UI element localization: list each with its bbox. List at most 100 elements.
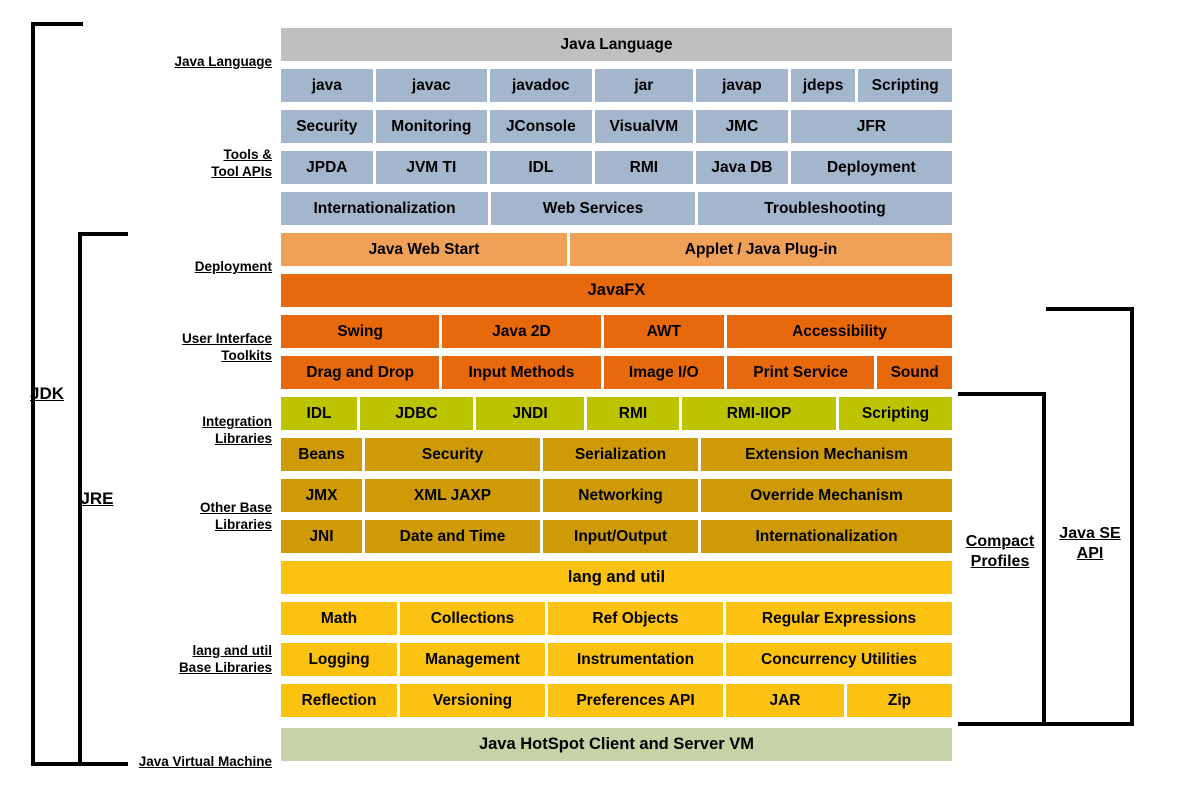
cell-lang-and-util[interactable]: lang and util xyxy=(281,561,952,594)
cell-preferences-api[interactable]: Preferences API xyxy=(548,684,723,717)
cell-jvm-ti[interactable]: JVM TI xyxy=(375,151,488,184)
row-label-java-language: Java Language xyxy=(118,36,272,70)
jdk-bracket-bottom xyxy=(31,762,83,766)
jdk-bracket-top xyxy=(31,22,83,26)
cell-java[interactable]: java xyxy=(281,69,373,102)
cell-jmc[interactable]: JMC xyxy=(696,110,788,143)
cell-xml-jaxp[interactable]: XML JAXP xyxy=(365,479,540,512)
cell-internationalization[interactable]: Internationalization xyxy=(701,520,952,553)
cell-jmx[interactable]: JMX xyxy=(281,479,362,512)
cell-image-i-o[interactable]: Image I/O xyxy=(603,356,725,389)
row-label-java-virtual-machine-text: Java Virtual Machine xyxy=(138,754,272,769)
cell-accessibility[interactable]: Accessibility xyxy=(727,315,952,348)
cell-scripting[interactable]: Scripting xyxy=(858,69,952,102)
cell-print-service[interactable]: Print Service xyxy=(727,356,875,389)
cell-monitoring[interactable]: Monitoring xyxy=(375,110,488,143)
cell-date-and-time[interactable]: Date and Time xyxy=(365,520,540,553)
row-label-integration-libraries-text: Integration Libraries xyxy=(202,414,272,446)
cell-sound[interactable]: Sound xyxy=(877,356,952,389)
cell-jpda[interactable]: JPDA xyxy=(281,151,373,184)
cell-javap[interactable]: javap xyxy=(696,69,788,102)
cell-management[interactable]: Management xyxy=(400,643,545,676)
cell-security[interactable]: Security xyxy=(365,438,540,471)
java-language-row: Java Language xyxy=(281,28,952,61)
cell-math[interactable]: Math xyxy=(281,602,397,635)
jdk-label: JDK xyxy=(29,384,64,403)
cell-java-2d[interactable]: Java 2D xyxy=(442,315,601,348)
row-label-other-base-libraries: Other Base Libraries xyxy=(118,482,272,533)
cell-reflection[interactable]: Reflection xyxy=(281,684,397,717)
cell-zip[interactable]: Zip xyxy=(847,684,952,717)
cell-javadoc[interactable]: javadoc xyxy=(490,69,592,102)
cell-jdbc[interactable]: JDBC xyxy=(360,397,473,430)
cell-ref-objects[interactable]: Ref Objects xyxy=(548,602,723,635)
cell-jfr[interactable]: JFR xyxy=(790,110,952,143)
cell-regular-expressions[interactable]: Regular Expressions xyxy=(726,602,952,635)
cell-idl[interactable]: IDL xyxy=(281,397,357,430)
row-label-user-interface-toolkits: User Interface Toolkits xyxy=(118,313,272,364)
cell-swing[interactable]: Swing xyxy=(281,315,440,348)
cell-networking[interactable]: Networking xyxy=(543,479,698,512)
cell-applet-java-plug-in[interactable]: Applet / Java Plug-in xyxy=(570,233,952,266)
cell-troubleshooting[interactable]: Troubleshooting xyxy=(698,192,952,225)
cell-web-services[interactable]: Web Services xyxy=(491,192,695,225)
jvm-row: Java HotSpot Client and Server VM xyxy=(281,728,952,761)
jre-bracket-bottom xyxy=(78,762,128,766)
cell-deployment[interactable]: Deployment xyxy=(790,151,952,184)
cell-java-hotspot-client-and-server-vm[interactable]: Java HotSpot Client and Server VM xyxy=(281,728,952,761)
cell-idl[interactable]: IDL xyxy=(490,151,592,184)
cell-awt[interactable]: AWT xyxy=(603,315,725,348)
row-label-integration-libraries: Integration Libraries xyxy=(118,396,272,447)
cell-override-mechanism[interactable]: Override Mechanism xyxy=(701,479,952,512)
cell-input-methods[interactable]: Input Methods xyxy=(442,356,601,389)
cell-extension-mechanism[interactable]: Extension Mechanism xyxy=(701,438,952,471)
cell-instrumentation[interactable]: Instrumentation xyxy=(548,643,723,676)
cell-jndi[interactable]: JNDI xyxy=(476,397,584,430)
cell-concurrency-utilities[interactable]: Concurrency Utilities xyxy=(726,643,952,676)
cell-jar[interactable]: jar xyxy=(594,69,694,102)
cell-java-db[interactable]: Java DB xyxy=(696,151,788,184)
cell-rmi[interactable]: RMI xyxy=(587,397,679,430)
cell-jar[interactable]: JAR xyxy=(726,684,844,717)
row-label-other-base-libraries-text: Other Base Libraries xyxy=(199,500,272,532)
cell-javafx[interactable]: JavaFX xyxy=(281,274,952,307)
java-se-api-bracket-top xyxy=(1046,307,1134,311)
cell-java-language[interactable]: Java Language xyxy=(281,28,952,61)
row-label-user-interface-toolkits-text: User Interface Toolkits xyxy=(181,331,272,363)
cell-internationalization[interactable]: Internationalization xyxy=(281,192,488,225)
cell-collections[interactable]: Collections xyxy=(400,602,545,635)
cell-security[interactable]: Security xyxy=(281,110,373,143)
cell-visualvm[interactable]: VisualVM xyxy=(594,110,694,143)
row-label-lang-and-util-base-libraries: lang and util Base Libraries xyxy=(108,625,272,676)
cell-versioning[interactable]: Versioning xyxy=(400,684,545,717)
java-se-api-label: Java SE API xyxy=(1059,525,1121,562)
cell-jdeps[interactable]: jdeps xyxy=(790,69,856,102)
jre-bracket-left xyxy=(78,232,82,766)
cell-rmi[interactable]: RMI xyxy=(594,151,694,184)
cell-serialization[interactable]: Serialization xyxy=(543,438,698,471)
compact-profiles-bracket-right xyxy=(1042,392,1046,726)
cell-jni[interactable]: JNI xyxy=(281,520,362,553)
cell-jconsole[interactable]: JConsole xyxy=(490,110,592,143)
java-se-api-bracket-bottom xyxy=(1046,722,1134,726)
cell-input-output[interactable]: Input/Output xyxy=(543,520,698,553)
cell-rmi-iiop[interactable]: RMI-IIOP xyxy=(682,397,836,430)
row-label-deployment-text: Deployment xyxy=(194,259,272,274)
cell-beans[interactable]: Beans xyxy=(281,438,362,471)
cell-javac[interactable]: javac xyxy=(375,69,488,102)
cell-java-web-start[interactable]: Java Web Start xyxy=(281,233,567,266)
cell-logging[interactable]: Logging xyxy=(281,643,397,676)
cell-drag-and-drop[interactable]: Drag and Drop xyxy=(281,356,440,389)
cell-scripting[interactable]: Scripting xyxy=(839,397,952,430)
